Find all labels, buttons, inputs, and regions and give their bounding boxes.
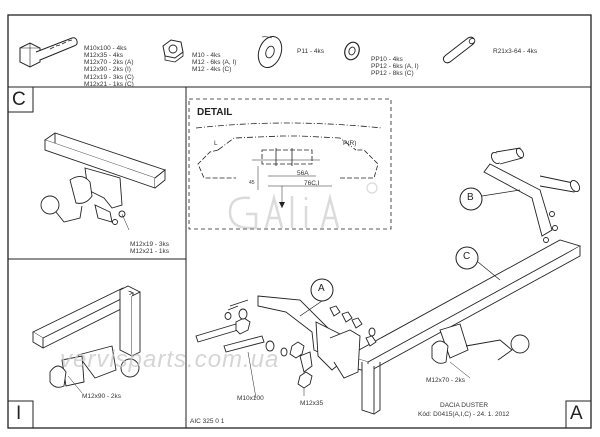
galia-watermark xyxy=(228,182,378,230)
main-assembly-drawing xyxy=(195,147,582,415)
washer-large-icon xyxy=(257,36,283,68)
main-note-m12x70: M12x70 - 2ks xyxy=(426,377,466,384)
view-i-label-box xyxy=(7,400,34,429)
vehicle-name: DACIA DUSTER xyxy=(440,402,489,409)
callout-b-circle xyxy=(459,187,483,211)
detail-title: DETAIL xyxy=(197,107,233,118)
callouts xyxy=(299,187,521,317)
view-c-label-box xyxy=(7,86,34,113)
detail-frame xyxy=(188,98,392,230)
drawing-code: Kód: D0415(A,I,C) - 24. 1. 2012 xyxy=(418,411,510,418)
detail-label-pr: P(R) xyxy=(343,140,357,147)
detail-drawing xyxy=(195,122,383,208)
sleeve-quantity: R21x3-64 - 4ks xyxy=(493,48,538,55)
view-c-label: C xyxy=(12,89,26,110)
nut-icon xyxy=(162,39,184,63)
washer-large-quantity: P11 - 4ks xyxy=(297,48,324,55)
main-note-m12x35: M12x35 xyxy=(300,400,324,407)
callout-c-circle xyxy=(455,246,479,270)
site-watermark: vervisparts.com.ua xyxy=(60,346,280,373)
callout-b-label: B xyxy=(467,192,474,203)
detail-dim-vertical: 45 xyxy=(249,180,255,186)
view-c-drawing xyxy=(40,132,166,231)
bolt-icon xyxy=(19,37,78,68)
washer-spring-icon xyxy=(344,41,360,61)
detail-dim-56a: 56A xyxy=(297,170,309,177)
outer-frame xyxy=(7,14,592,429)
model-number: AIC 325 0 1 xyxy=(190,418,225,425)
sleeve-tube-icon xyxy=(442,36,476,64)
detail-dim-76c: 76C,I xyxy=(304,180,320,187)
view-i-label: I xyxy=(16,403,22,424)
view-i-note: M12x90 - 2ks xyxy=(82,393,122,400)
detail-label-l: L xyxy=(214,140,218,147)
view-a-label: A xyxy=(570,403,583,424)
view-a-label-box xyxy=(565,400,592,429)
callout-c-label: C xyxy=(463,251,471,262)
view-i-drawing xyxy=(32,285,141,394)
main-note-m10x100: M10x100 xyxy=(237,395,264,402)
leader-lines xyxy=(247,351,471,399)
callout-a-label: A xyxy=(318,283,325,294)
